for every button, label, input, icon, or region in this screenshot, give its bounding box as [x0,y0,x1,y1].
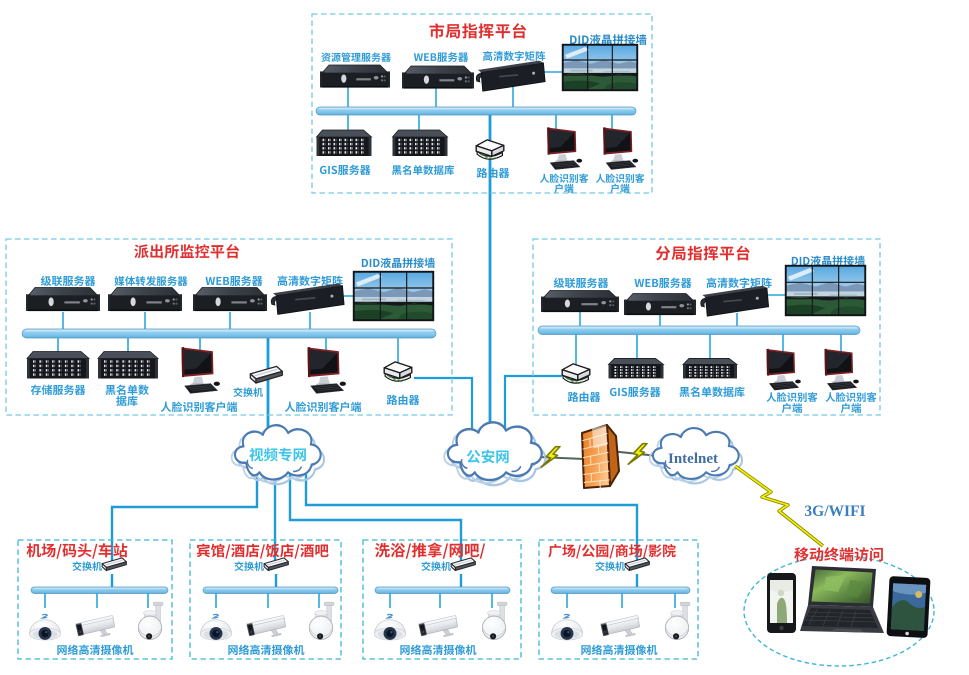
svg-text:Intelnet: Intelnet [668,451,718,467]
svg-text:3G/WIFI: 3G/WIFI [804,503,865,520]
